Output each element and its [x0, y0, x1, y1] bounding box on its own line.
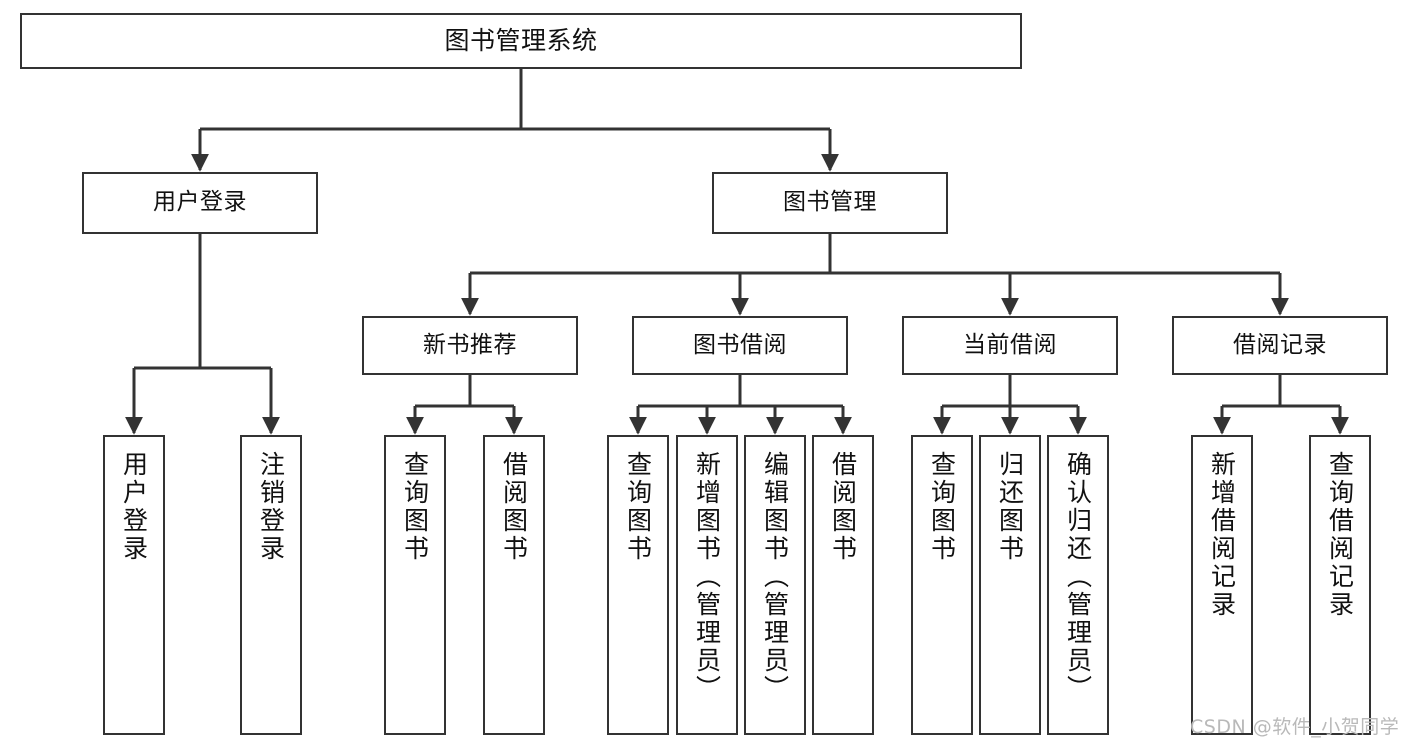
- node-leaf-borrow-book-a[interactable]: 借阅图书: [483, 435, 545, 735]
- node-leaf-logout[interactable]: 注销登录: [240, 435, 302, 735]
- node-book-management-system[interactable]: 图书管理系统: [20, 13, 1022, 69]
- csdn-watermark: CSDN @软件_小贺同学: [1190, 716, 1400, 738]
- node-leaf-query-book-a[interactable]: 查询图书: [384, 435, 446, 735]
- node-book-borrowing[interactable]: 图书借阅: [632, 316, 848, 375]
- node-label: 查询图书: [927, 451, 957, 563]
- node-label: 确认归还（管理员）: [1063, 451, 1093, 703]
- node-leaf-query-borrow-record[interactable]: 查询借阅记录: [1309, 435, 1371, 735]
- node-label: 新书推荐: [423, 331, 517, 358]
- node-label: 查询图书: [400, 451, 430, 563]
- node-leaf-add-borrow-record[interactable]: 新增借阅记录: [1191, 435, 1253, 735]
- node-label: 当前借阅: [963, 331, 1057, 358]
- node-label: 查询图书: [623, 451, 653, 563]
- node-label: 注销登录: [256, 451, 286, 563]
- node-leaf-query-book-b[interactable]: 查询图书: [607, 435, 669, 735]
- node-leaf-borrow-book-b[interactable]: 借阅图书: [812, 435, 874, 735]
- node-label: 归还图书: [995, 451, 1025, 563]
- node-leaf-return-book[interactable]: 归还图书: [979, 435, 1041, 735]
- node-label: 用户登录: [119, 451, 149, 563]
- node-leaf-add-book-admin[interactable]: 新增图书（管理员）: [676, 435, 738, 735]
- node-label: 用户登录: [153, 189, 247, 216]
- node-label: 编辑图书（管理员）: [760, 451, 790, 703]
- node-borrowing-record[interactable]: 借阅记录: [1172, 316, 1388, 375]
- node-label: 新增图书（管理员）: [692, 451, 722, 703]
- node-leaf-query-book-c[interactable]: 查询图书: [911, 435, 973, 735]
- node-user-login[interactable]: 用户登录: [82, 172, 318, 234]
- node-label: 图书借阅: [693, 331, 787, 358]
- node-label: 查询借阅记录: [1325, 451, 1355, 619]
- node-label: 图书管理系统: [444, 26, 598, 56]
- node-label: 图书管理: [783, 189, 877, 216]
- node-leaf-user-login[interactable]: 用户登录: [103, 435, 165, 735]
- node-leaf-confirm-return-admin[interactable]: 确认归还（管理员）: [1047, 435, 1109, 735]
- node-label: 借阅记录: [1233, 331, 1327, 358]
- node-label: 借阅图书: [499, 451, 529, 563]
- node-new-book-recommendation[interactable]: 新书推荐: [362, 316, 578, 375]
- node-label: 借阅图书: [828, 451, 858, 563]
- node-book-management[interactable]: 图书管理: [712, 172, 948, 234]
- node-label: 新增借阅记录: [1207, 451, 1237, 619]
- node-leaf-edit-book-admin[interactable]: 编辑图书（管理员）: [744, 435, 806, 735]
- node-current-borrowing[interactable]: 当前借阅: [902, 316, 1118, 375]
